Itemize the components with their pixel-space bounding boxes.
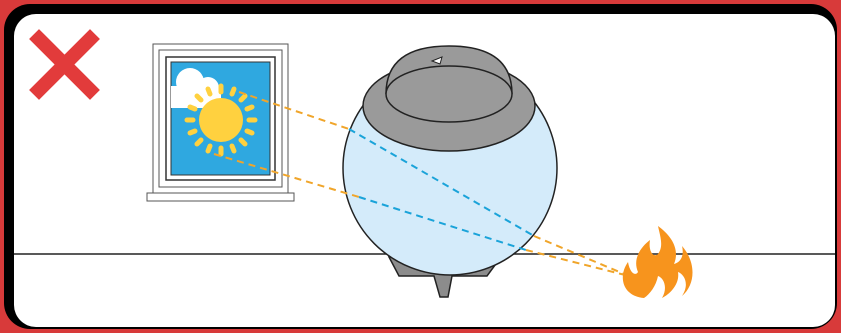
fire-hazard-illustration: [14, 29, 835, 298]
outgoing-ray-upper: [533, 235, 630, 277]
sunlight-rays: [213, 91, 630, 277]
fire-icon: [622, 226, 693, 298]
window-icon: [146, 43, 295, 202]
globe-device-icon: [342, 45, 558, 298]
incoming-ray-lower: [213, 153, 360, 198]
illustration-panel: [14, 14, 835, 327]
illustration-card-border: [4, 4, 837, 329]
cross-icon: [29, 29, 100, 100]
sun-icon: [184, 83, 258, 157]
outgoing-ray-lower: [525, 249, 630, 277]
incoming-ray-upper: [238, 91, 350, 130]
refracted-ray-lower: [358, 196, 527, 251]
